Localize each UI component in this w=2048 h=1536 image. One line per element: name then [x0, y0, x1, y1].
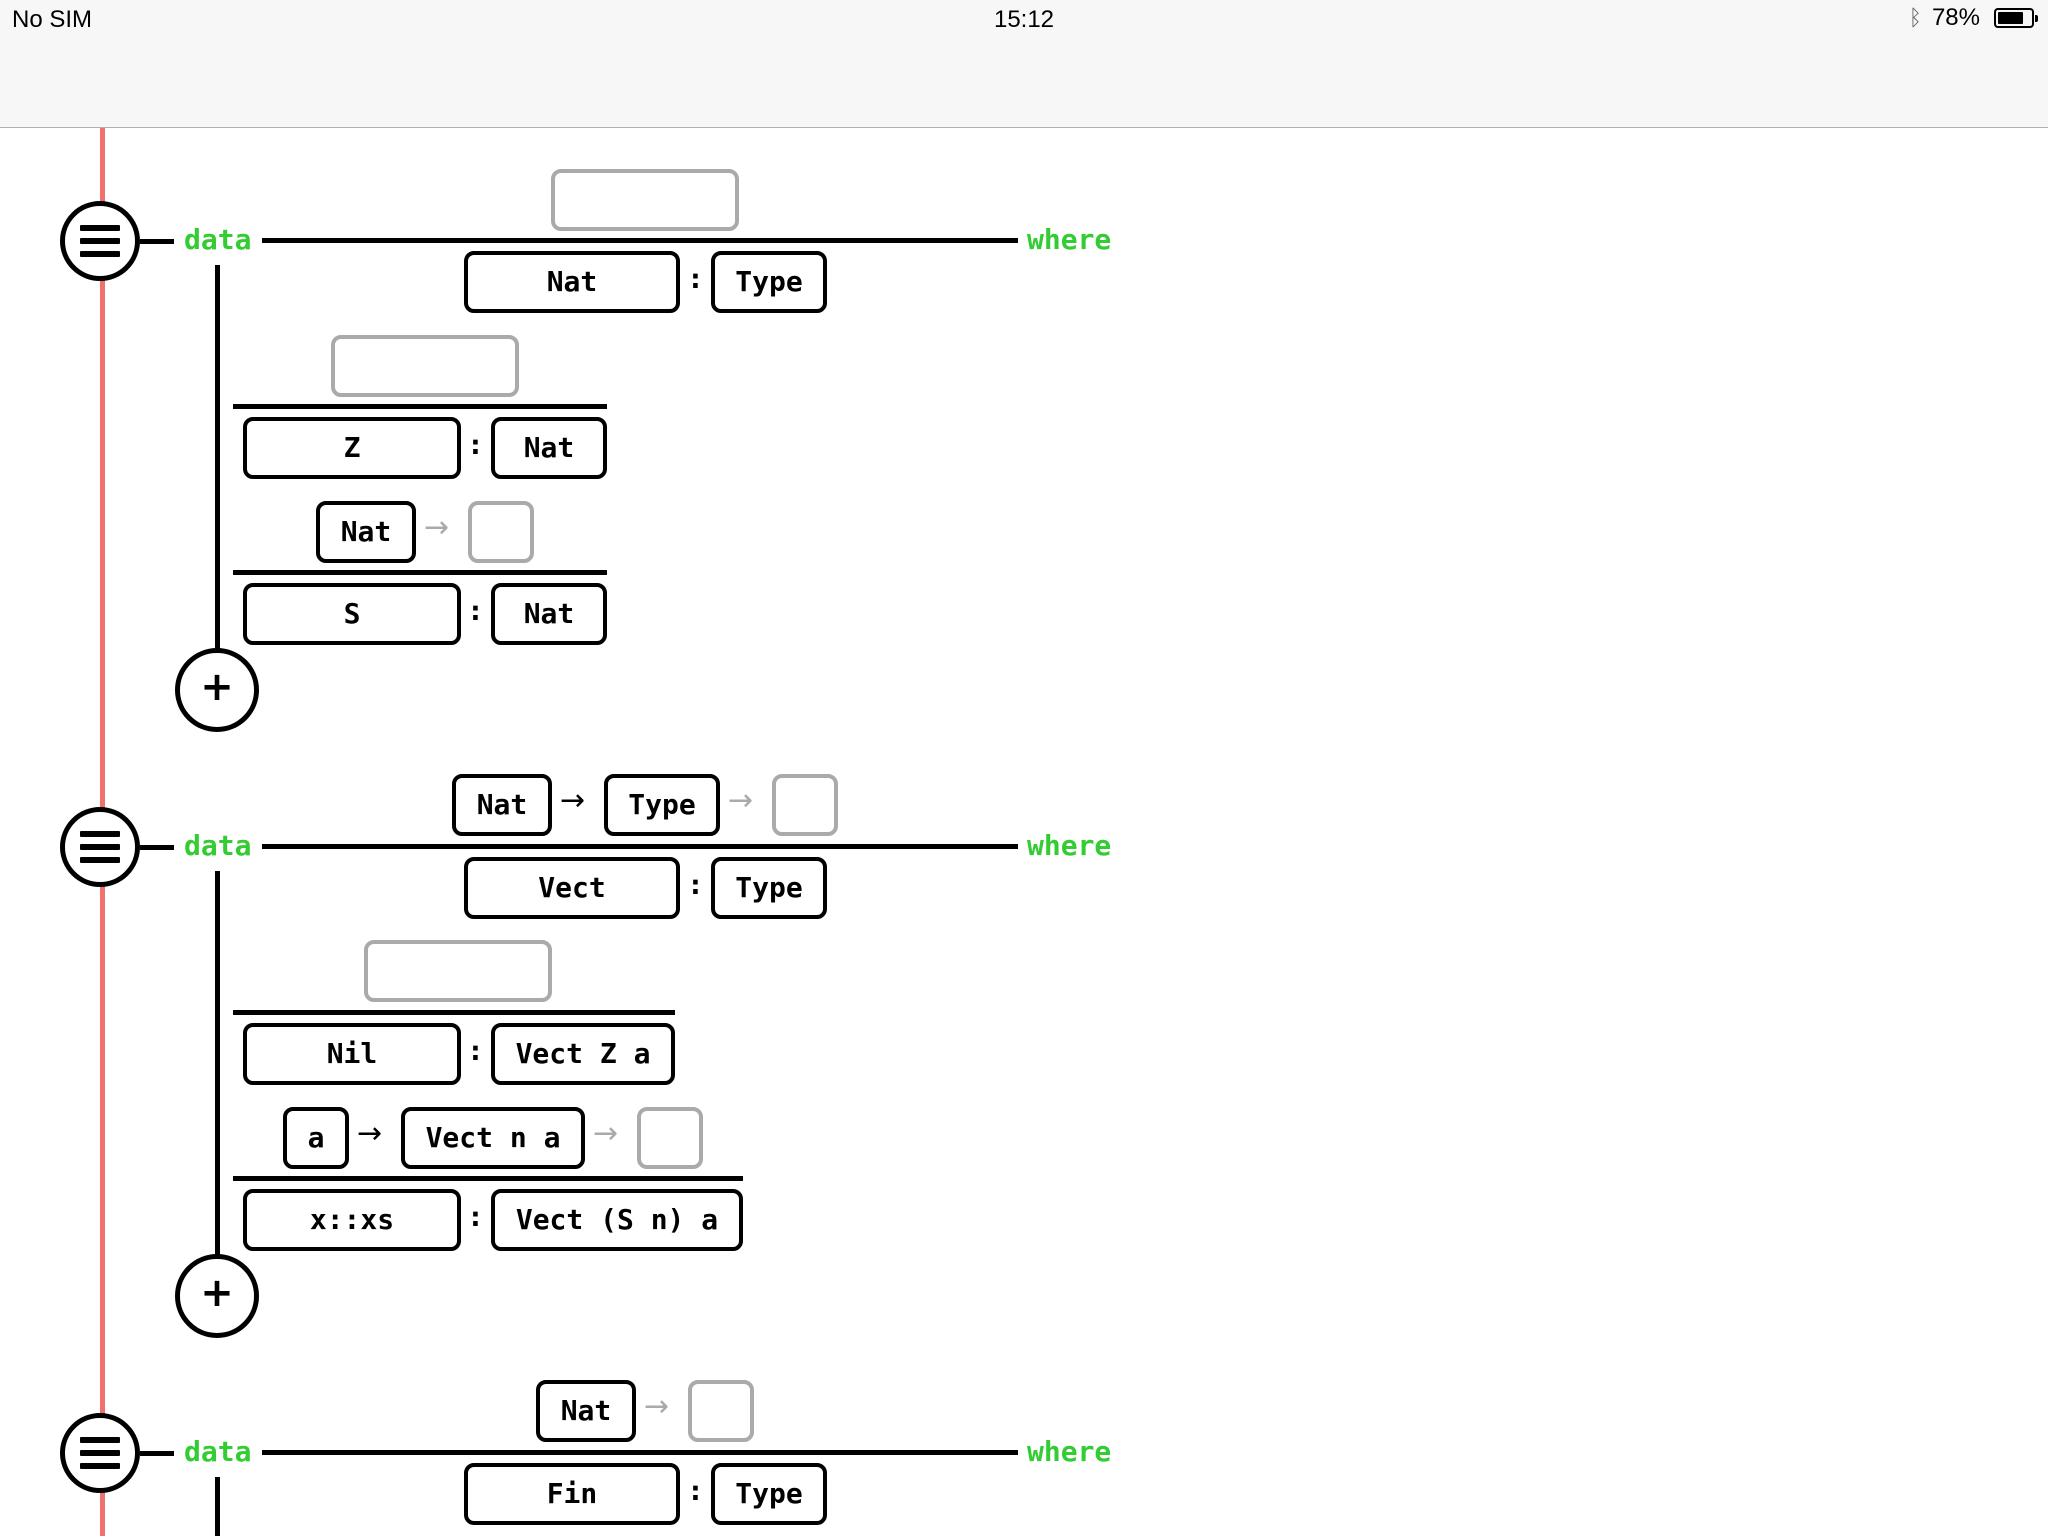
- declaration-menu-button[interactable]: [60, 201, 140, 281]
- declaration-menu-button[interactable]: [60, 1413, 140, 1493]
- empty-arg-hole[interactable]: [688, 1380, 754, 1442]
- constructor-name-box[interactable]: S: [243, 583, 461, 645]
- constructor-type-box[interactable]: Nat: [491, 417, 607, 479]
- empty-args-hole[interactable]: [364, 940, 552, 1002]
- add-constructor-button[interactable]: +: [175, 648, 259, 732]
- constructor-rule: [233, 404, 607, 409]
- data-keyword: data: [184, 1435, 252, 1468]
- empty-arg-hole[interactable]: [772, 774, 838, 836]
- arrow-icon: →: [593, 1116, 619, 1151]
- argument-box[interactable]: a: [283, 1107, 349, 1169]
- constructor-type-box[interactable]: Vect Z a: [491, 1023, 675, 1085]
- constructor-name-box[interactable]: Nil: [243, 1023, 461, 1085]
- constructor-name-box[interactable]: Z: [243, 417, 461, 479]
- data-keyword: data: [184, 223, 252, 256]
- status-bar: No SIM 15:12 ᛒ 78%: [0, 0, 2048, 128]
- empty-arg-hole[interactable]: [468, 501, 534, 563]
- colon-separator: :: [687, 262, 704, 295]
- type-name-box[interactable]: Fin: [464, 1463, 680, 1525]
- argument-box[interactable]: Nat: [316, 501, 416, 563]
- type-kind-box[interactable]: Type: [711, 1463, 827, 1525]
- data-keyword: data: [184, 829, 252, 862]
- signature-rule: [262, 238, 1018, 243]
- arrow-icon: →: [357, 1116, 383, 1151]
- argument-box[interactable]: Nat: [452, 774, 552, 836]
- battery-percent: 78%: [1931, 4, 1980, 31]
- colon-separator: :: [687, 1474, 704, 1507]
- bluetooth-icon: ᛒ: [1908, 5, 1922, 30]
- colon-separator: :: [467, 1034, 484, 1067]
- constructor-type-box[interactable]: Vect (S n) a: [491, 1189, 743, 1251]
- battery-fill: [1998, 12, 2023, 24]
- constructor-name-box[interactable]: x::xs: [243, 1189, 461, 1251]
- clock-label: 15:12: [993, 6, 1055, 33]
- colon-separator: :: [467, 1200, 484, 1233]
- status-right: ᛒ 78%: [1908, 4, 2038, 32]
- signature-rule: [262, 1450, 1018, 1455]
- colon-separator: :: [687, 868, 704, 901]
- connector-line: [140, 845, 174, 850]
- connector-line: [140, 1451, 174, 1456]
- arrow-icon: →: [644, 1389, 670, 1424]
- battery-icon: [1994, 8, 2038, 28]
- empty-arg-hole[interactable]: [637, 1107, 703, 1169]
- argument-box[interactable]: Nat: [536, 1380, 636, 1442]
- empty-args-hole[interactable]: [331, 335, 519, 397]
- constructors-bracket: [215, 871, 220, 1256]
- type-kind-box[interactable]: Type: [711, 857, 827, 919]
- add-constructor-button[interactable]: +: [175, 1254, 259, 1338]
- constructor-type-box[interactable]: Nat: [491, 583, 607, 645]
- arrow-icon: →: [424, 510, 450, 545]
- arrow-icon: →: [560, 783, 586, 818]
- colon-separator: :: [467, 428, 484, 461]
- constructors-bracket: [215, 1477, 220, 1536]
- declaration-menu-button[interactable]: [60, 807, 140, 887]
- constructor-rule: [233, 1010, 675, 1015]
- empty-args-hole[interactable]: [551, 169, 739, 231]
- colon-separator: :: [467, 594, 484, 627]
- carrier-label: No SIM: [12, 6, 93, 33]
- connector-line: [140, 239, 174, 244]
- type-name-box[interactable]: Vect: [464, 857, 680, 919]
- where-keyword: where: [1027, 1435, 1112, 1468]
- type-kind-box[interactable]: Type: [711, 251, 827, 313]
- constructors-bracket: [215, 265, 220, 650]
- argument-box[interactable]: Vect n a: [401, 1107, 585, 1169]
- where-keyword: where: [1027, 829, 1112, 862]
- constructor-rule: [233, 1176, 743, 1181]
- where-keyword: where: [1027, 223, 1112, 256]
- constructor-rule: [233, 570, 607, 575]
- arrow-icon: →: [728, 783, 754, 818]
- signature-rule: [262, 844, 1018, 849]
- type-name-box[interactable]: Nat: [464, 251, 680, 313]
- argument-box[interactable]: Type: [604, 774, 720, 836]
